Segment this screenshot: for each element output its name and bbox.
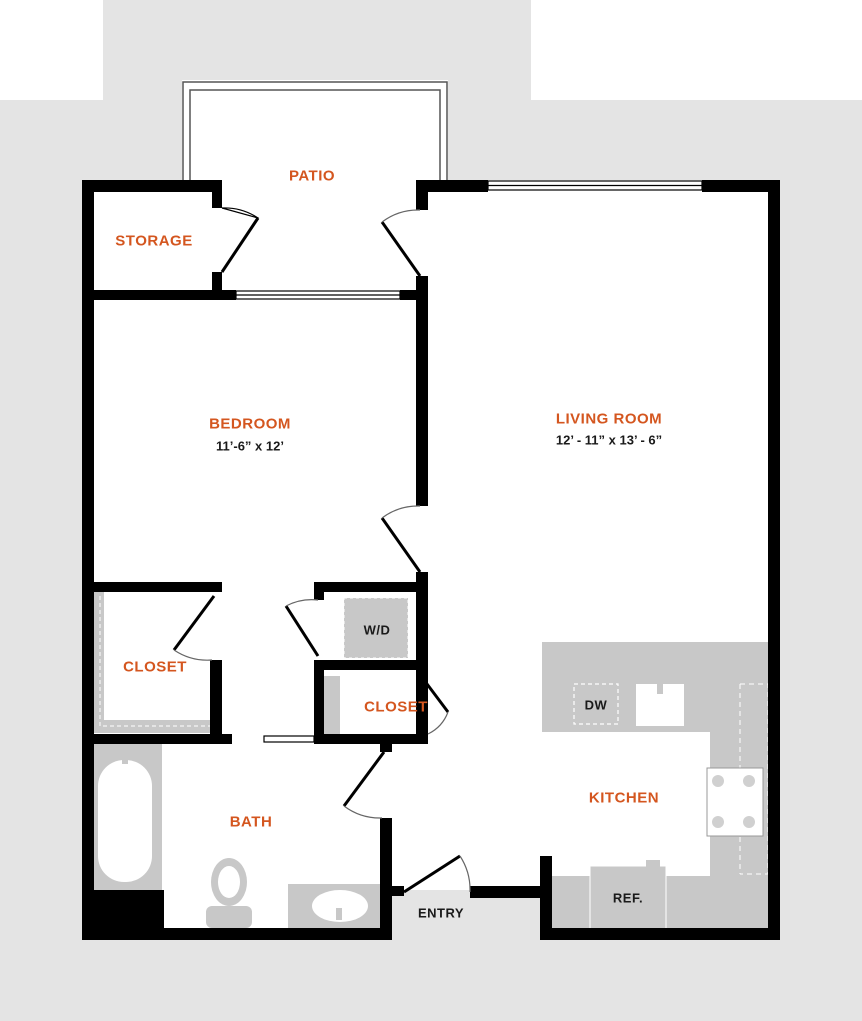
exterior-notch — [388, 890, 542, 1021]
hall-closet-shelf — [322, 676, 340, 736]
bathtub — [92, 744, 162, 890]
kitchen-sink — [636, 684, 684, 726]
bathroom-vanity — [288, 884, 380, 930]
room-label-hall-closet: CLOSET — [364, 698, 428, 716]
room-label-bedroom-closet: CLOSET — [123, 658, 187, 676]
refrigerator-label: REF. — [612, 890, 644, 906]
bedroom-dimensions: 11’-6” x 12’ — [216, 438, 284, 454]
closet-shelf — [92, 592, 212, 733]
unit-footprint — [82, 80, 780, 940]
washer-dryer — [343, 597, 409, 659]
dishwasher-label: DW — [584, 697, 608, 713]
living-room-dimensions: 12’ - 11” x 13’ - 6” — [555, 432, 663, 448]
room-label-kitchen: KITCHEN — [588, 789, 660, 807]
doors — [172, 207, 471, 894]
windows — [235, 180, 703, 743]
walls — [82, 180, 780, 940]
room-label-bedroom: BEDROOM — [209, 415, 291, 433]
dishwasher — [573, 683, 619, 725]
refrigerator — [589, 860, 667, 933]
patio-railing — [182, 81, 448, 182]
entry-label: ENTRY — [417, 905, 465, 921]
toilet — [206, 858, 252, 928]
room-label-patio: PATIO — [288, 167, 336, 185]
range — [706, 767, 764, 837]
room-label-bath: BATH — [229, 813, 273, 831]
room-label-storage: STORAGE — [115, 232, 193, 250]
room-label-living-room: LIVING ROOM — [555, 410, 663, 428]
washer-dryer-label: W/D — [363, 622, 391, 638]
